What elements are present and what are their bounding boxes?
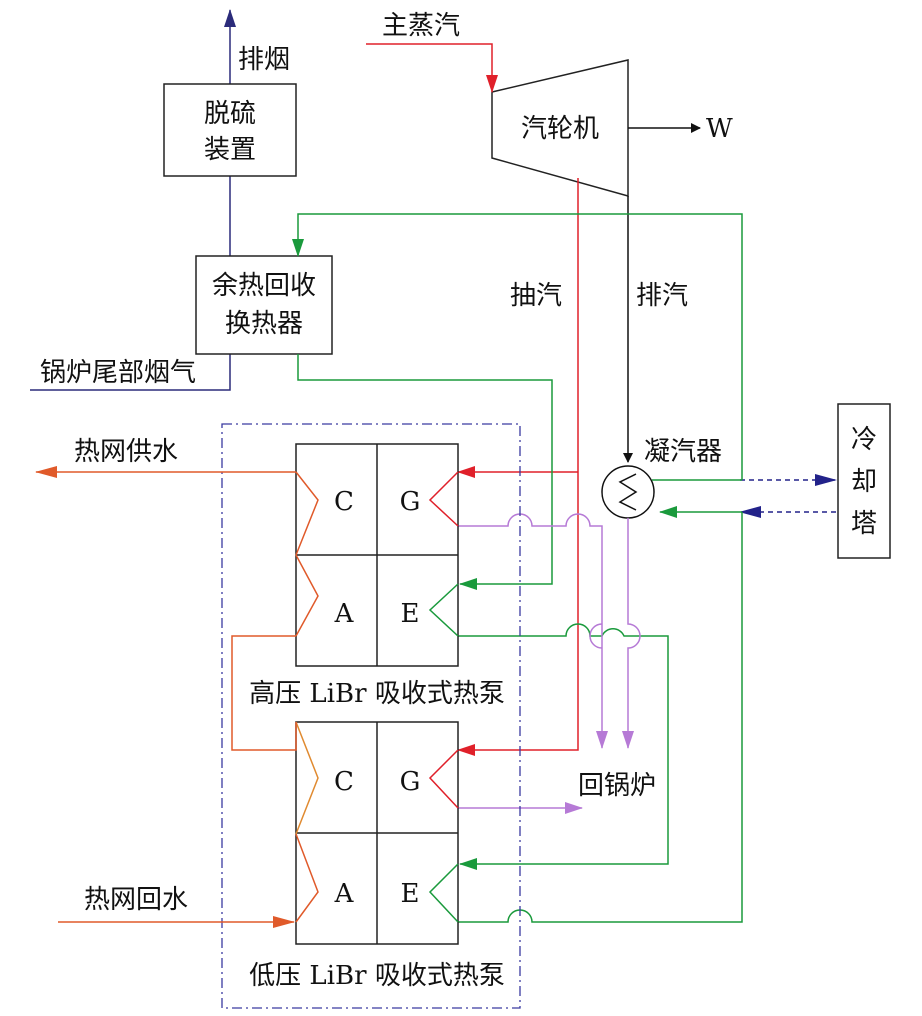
cooling-tower-label-3: 塔 bbox=[851, 509, 877, 539]
turbine-label: 汽轮机 bbox=[521, 114, 599, 144]
hp-g-coil bbox=[428, 471, 459, 527]
return-boiler-label: 回锅炉 bbox=[578, 771, 656, 801]
lp-e-coil bbox=[428, 863, 459, 923]
condenser-label: 凝汽器 bbox=[644, 437, 722, 467]
cooling-tower-label-1: 冷 bbox=[851, 425, 877, 455]
main-steam-line bbox=[366, 43, 498, 93]
main-steam-label: 主蒸汽 bbox=[382, 11, 460, 41]
waste-heat-recovery-box bbox=[195, 255, 333, 355]
boiler-tail-flue-label: 锅炉尾部烟气 bbox=[40, 358, 196, 388]
condenser-coil-icon bbox=[618, 473, 638, 511]
condensate-lines bbox=[458, 513, 641, 814]
cooling-tower-label-2: 却 bbox=[851, 467, 877, 497]
hp-unit-c: C bbox=[334, 487, 354, 517]
heat-return-label: 热网回水 bbox=[84, 885, 188, 915]
heat-network-water-lines bbox=[35, 466, 319, 928]
lp-heat-pump bbox=[295, 721, 459, 945]
extraction-steam-lines bbox=[457, 178, 579, 756]
extraction-steam-label: 抽汽 bbox=[510, 281, 562, 311]
waste-heat-recovery-label-1: 余热回收 bbox=[212, 271, 316, 301]
flue-gas-lines bbox=[30, 9, 236, 391]
lp-unit-a: A bbox=[334, 879, 355, 909]
lp-unit-g: G bbox=[400, 767, 421, 797]
desulfurization-label-1: 脱硫 bbox=[204, 99, 256, 129]
hp-pump-label: 高压 LiBr 吸收式热泵 bbox=[249, 679, 505, 709]
desulfurization-label-2: 装置 bbox=[204, 135, 256, 165]
heat-pump-enclosure bbox=[221, 423, 521, 1009]
lp-g-coil bbox=[428, 749, 459, 809]
exhaust-steam-label: 排汽 bbox=[636, 281, 688, 311]
hp-unit-g: G bbox=[400, 487, 421, 517]
lp-pump-label: 低压 LiBr 吸收式热泵 bbox=[249, 961, 505, 991]
cooling-water-dashed-lines bbox=[739, 474, 837, 518]
heat-supply-label: 热网供水 bbox=[74, 437, 178, 467]
exhaust-flue-label: 排烟 bbox=[238, 45, 290, 75]
hp-heat-pump bbox=[295, 443, 459, 667]
condenser-symbol bbox=[601, 465, 655, 519]
waste-heat-recovery-label-2: 换热器 bbox=[225, 309, 303, 339]
work-label: W bbox=[706, 114, 733, 144]
hp-unit-a: A bbox=[334, 599, 355, 629]
lp-unit-c: C bbox=[334, 767, 354, 797]
desulfurization-box bbox=[163, 83, 297, 177]
lp-unit-e: E bbox=[401, 879, 420, 909]
hp-unit-e: E bbox=[401, 599, 420, 629]
cooling-tower-box bbox=[837, 403, 891, 559]
hp-e-coil bbox=[428, 583, 459, 637]
